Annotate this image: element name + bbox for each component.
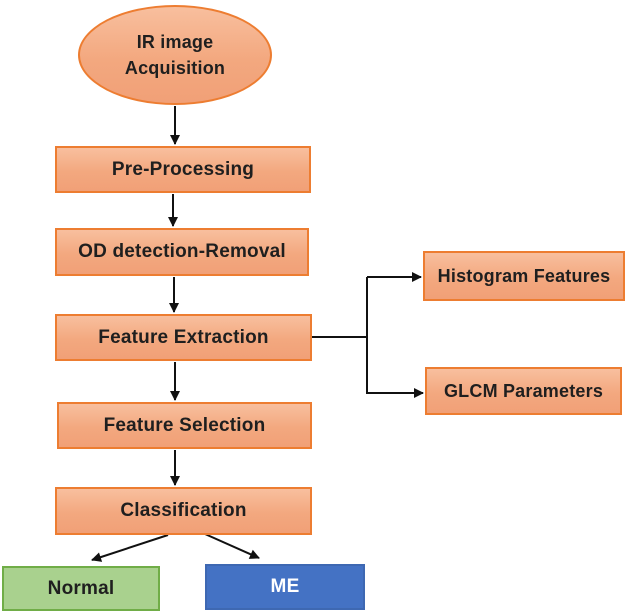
node-label: OD detection-Removal (78, 241, 286, 262)
node-label: Feature Extraction (98, 326, 269, 348)
edge-classification-to-normal (91, 534, 169, 562)
node-label: ME (270, 576, 300, 597)
edge-feature-extraction-branch (311, 272, 424, 398)
node-label-line2: Acquisition (124, 58, 226, 78)
node-label: Classification (120, 500, 247, 521)
node-feature-extraction: Feature Extraction (55, 314, 312, 361)
edge-classification-to-me (204, 533, 260, 559)
node-classification: Classification (55, 487, 312, 535)
node-label: Histogram Features (437, 265, 611, 286)
node-label: GLCM Parameters (443, 380, 604, 401)
node-label: Pre-Processing (111, 158, 255, 180)
node-label-line1: IR image (136, 31, 214, 52)
node-glcm-parameters: GLCM Parameters (425, 367, 622, 415)
node-label: Feature Selection (103, 414, 266, 436)
node-od-detection-removal: OD detection-Removal (55, 228, 309, 276)
node-pre-processing: Pre-Processing (55, 146, 311, 193)
node-label: Normal (47, 577, 115, 599)
node-histogram-features: Histogram Features (423, 251, 625, 301)
node-ir-image-acquisition: IR image Acquisition (78, 5, 272, 105)
node-normal: Normal (2, 566, 160, 611)
node-me: ME (205, 564, 365, 610)
node-feature-selection: Feature Selection (57, 402, 312, 449)
